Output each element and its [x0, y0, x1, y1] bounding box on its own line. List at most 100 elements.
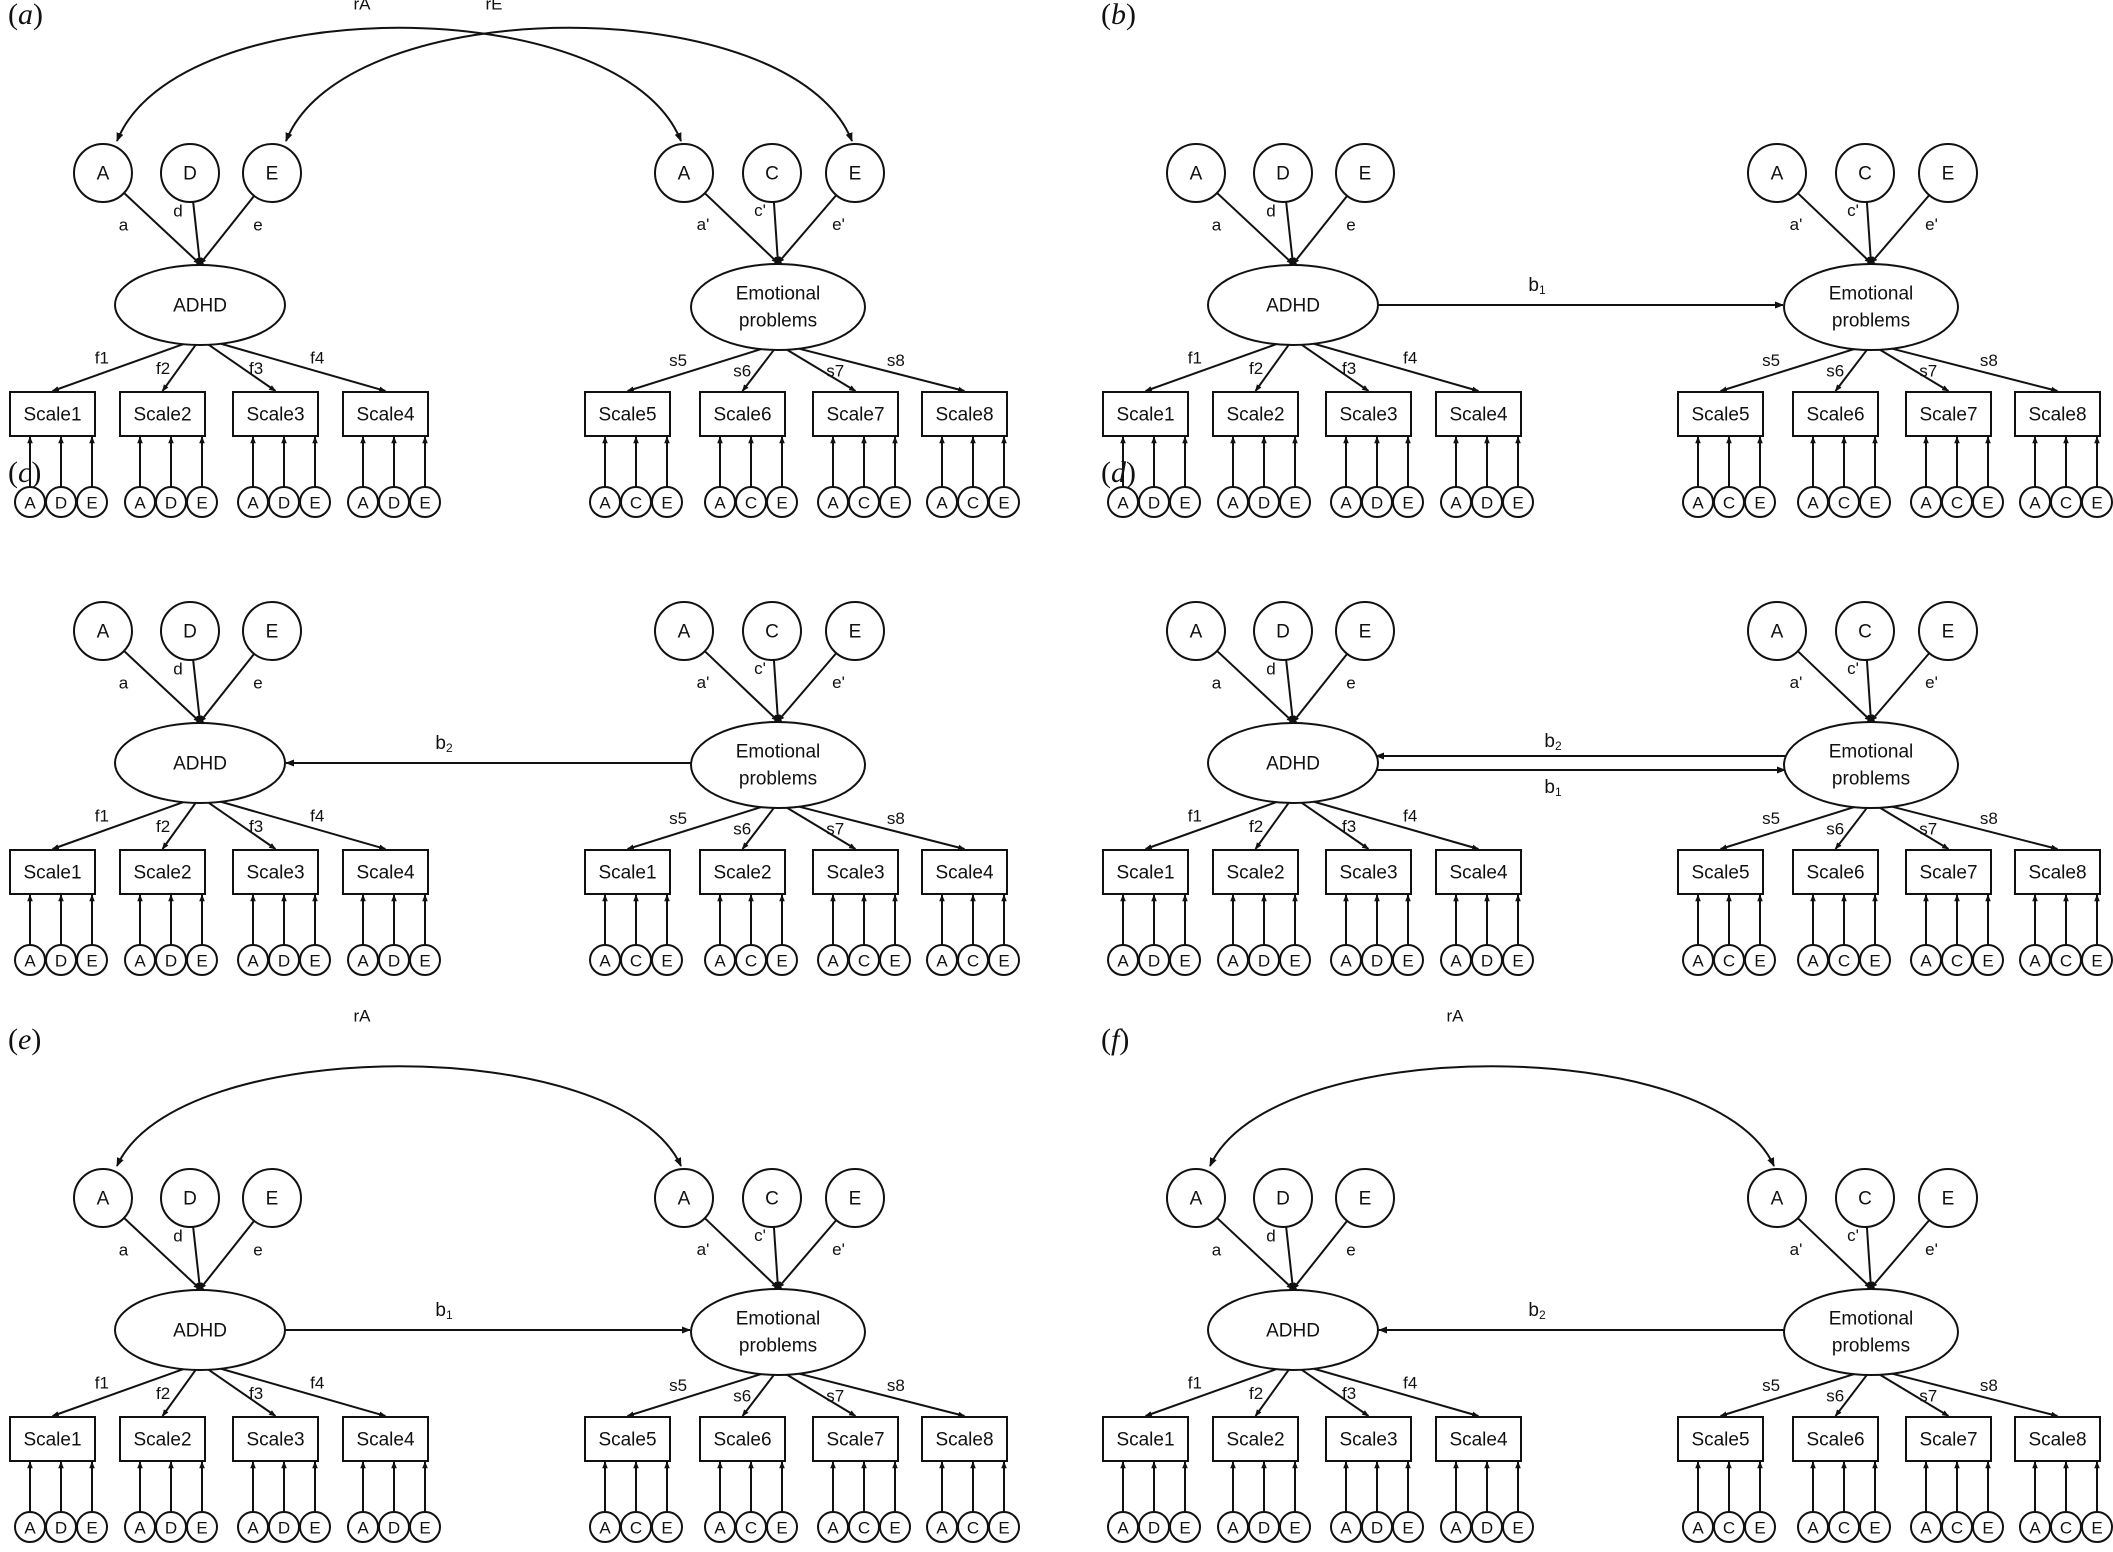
scale-box-label: Scale5 [1691, 863, 1749, 884]
residual-c-label: C [858, 494, 870, 513]
residual-a: A [1440, 944, 1472, 976]
emo-ace-coef-cp: c' [1847, 659, 1859, 678]
scale-box-label: Scale3 [246, 1430, 304, 1451]
residual-e: E [879, 944, 911, 976]
emo-ace-c: C [1835, 1168, 1895, 1228]
residual-c: C [957, 486, 989, 518]
residual-e: E [2081, 944, 2113, 976]
latent-adhd: ADHD [114, 722, 286, 804]
scale-box-scale2: Scale2 [119, 391, 206, 437]
latent-adhd-label: ADHD [1266, 754, 1320, 775]
emo-ace-coef-ap: a' [697, 1240, 710, 1259]
emo-loading-label-s7: s7 [1919, 1386, 1937, 1405]
residual-c-label: C [1951, 952, 1963, 971]
residual-d-label: D [388, 494, 400, 513]
adhd-loading-label-f3: f3 [249, 817, 263, 836]
adhd-ace-path-E [199, 653, 255, 723]
residual-e-label: E [1179, 1519, 1190, 1538]
residual-e-label: E [1512, 952, 1523, 971]
residual-e: E [1169, 1511, 1201, 1543]
adhd-ace-coef-e: e [253, 216, 262, 235]
residual-e: E [1279, 486, 1311, 518]
residual-a: A [1330, 486, 1362, 518]
adhd-ace-d: D [160, 1168, 220, 1228]
residual-e: E [766, 944, 798, 976]
residual-e-label: E [2091, 494, 2102, 513]
adhd-ace-coef-e: e [253, 1241, 262, 1260]
emo-ace-coef-cp: c' [754, 201, 766, 220]
adhd-loading-f1 [51, 1368, 184, 1417]
emo-ace-a: A [1747, 143, 1807, 203]
scale-box-label: Scale3 [1339, 405, 1397, 426]
adhd-ace-e-label: E [266, 1189, 279, 1210]
scale-box-scale5: Scale5 [1677, 849, 1764, 895]
emo-loading-s8 [798, 1372, 966, 1418]
residual-c: C [1828, 486, 1860, 518]
residual-d-label: D [1481, 494, 1493, 513]
scale-box-label: Scale3 [246, 863, 304, 884]
residual-e: E [1392, 944, 1424, 976]
scale-box-label: Scale4 [1449, 863, 1508, 884]
emo-loading-label-s5: s5 [669, 351, 687, 370]
emo-ace-path-E [777, 652, 838, 722]
residual-e: E [1859, 1511, 1891, 1543]
residual-a-label: A [714, 494, 726, 513]
scale-box-label: Scale1 [1116, 405, 1174, 426]
adhd-ace-e: E [1335, 1168, 1395, 1228]
residual-d: D [155, 486, 187, 518]
scale-box-label: Scale8 [2028, 405, 2086, 426]
residual-a: A [237, 486, 269, 518]
emo-loading-label-s8: s8 [1980, 809, 1998, 828]
residual-e-label: E [1512, 494, 1523, 513]
residual-d: D [1248, 944, 1280, 976]
scale-box-label: Scale4 [356, 405, 415, 426]
scale-box-label: Scale3 [246, 405, 304, 426]
residual-e-label: E [1512, 1519, 1523, 1538]
scale-box-label: Scale2 [1226, 1430, 1284, 1451]
panel-label: (c) [8, 456, 41, 489]
adhd-ace-d-label: D [1276, 1189, 1290, 1210]
residual-c: C [620, 1511, 652, 1543]
latent-emotional-label-line1: Emotional [736, 1309, 821, 1330]
residual-d-label: D [55, 494, 67, 513]
residual-a: A [1682, 486, 1714, 518]
residual-c: C [848, 486, 880, 518]
adhd-ace-path-A [123, 650, 201, 723]
residual-c-label: C [2060, 952, 2072, 971]
adhd-loading-f2 [161, 802, 197, 850]
scale-box-scale1: Scale1 [1102, 1416, 1189, 1462]
residual-a: A [1440, 1511, 1472, 1543]
residual-c: C [735, 944, 767, 976]
latent-adhd: ADHD [1207, 264, 1379, 346]
adhd-ace-a-label: A [97, 1189, 110, 1210]
residual-d: D [268, 944, 300, 976]
adhd-loading-label-f1: f1 [95, 349, 109, 368]
scale-box-scale4: Scale4 [1435, 849, 1522, 895]
emo-loading-label-s8: s8 [887, 1376, 905, 1395]
residual-a-label: A [936, 952, 948, 971]
emo-ace-coef-ep: e' [1925, 1240, 1938, 1259]
residual-c: C [1713, 1511, 1745, 1543]
residual-e-label: E [1754, 494, 1765, 513]
residual-d: D [268, 486, 300, 518]
residual-c-label: C [967, 1519, 979, 1538]
scale-box-label: Scale1 [23, 405, 81, 426]
emo-loading-s6 [1834, 807, 1868, 850]
residual-c-label: C [2060, 494, 2072, 513]
scale-box-scale3: Scale3 [232, 391, 319, 437]
adhd-ace-d: D [160, 601, 220, 661]
residual-e: E [1279, 944, 1311, 976]
adhd-ace-coef-a: a [119, 1241, 129, 1260]
residual-e-label: E [86, 1519, 97, 1538]
adhd-loading-label-f2: f2 [156, 817, 170, 836]
scale-box-scale4: Scale4 [1435, 1416, 1522, 1462]
latent-adhd: ADHD [114, 264, 286, 346]
residual-a-label: A [357, 1519, 369, 1538]
adhd-loading-f1 [1144, 801, 1277, 850]
adhd-loading-label-f4: f4 [310, 1373, 324, 1392]
correlation-arc-ra [116, 1065, 682, 1167]
residual-e: E [988, 944, 1020, 976]
emo-ace-path-E [1870, 194, 1931, 264]
